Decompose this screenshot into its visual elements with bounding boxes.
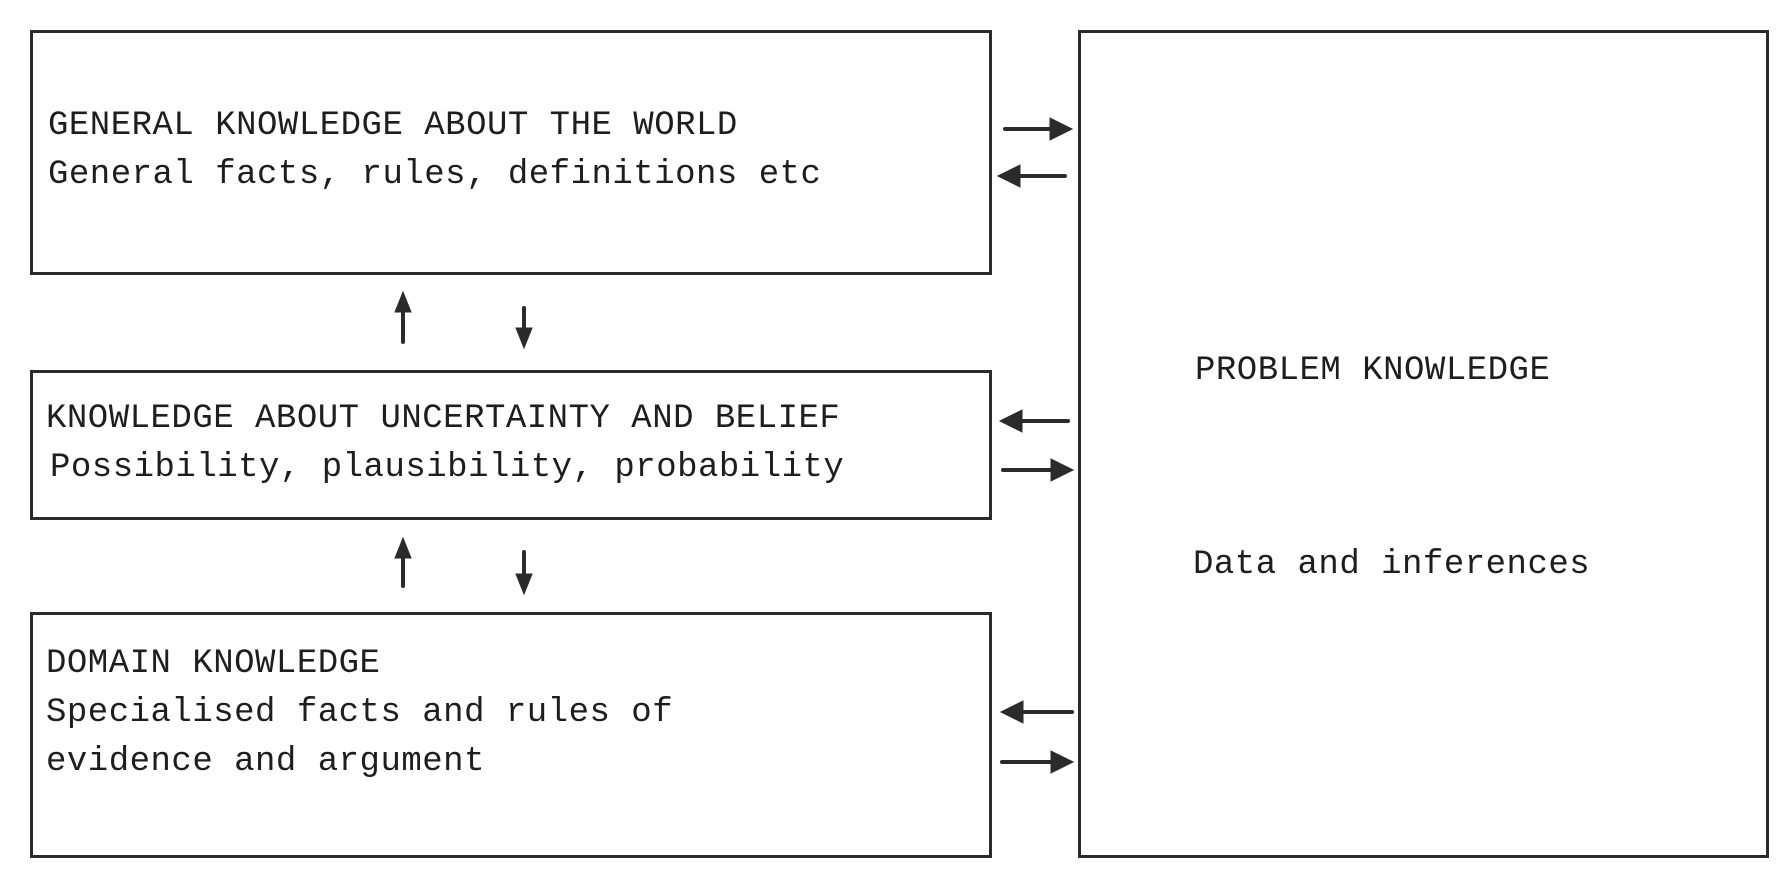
uncertainty-knowledge-heading: KNOWLEDGE ABOUT UNCERTAINTY AND BELIEF	[46, 400, 841, 438]
problem-knowledge-detail: Data and inferences	[1193, 546, 1591, 584]
domain-knowledge-detail-line2: evidence and argument	[46, 743, 485, 781]
general-knowledge-detail: General facts, rules, definitions etc	[48, 156, 822, 194]
arrow-right-icon	[1003, 117, 1074, 141]
arrow-left-icon	[998, 409, 1070, 433]
arrow-right-icon	[1000, 750, 1075, 774]
arrow-left-icon	[999, 700, 1074, 724]
domain-knowledge-heading: DOMAIN KNOWLEDGE	[46, 645, 381, 683]
domain-knowledge-detail-line1: Specialised facts and rules of	[46, 694, 674, 732]
arrow-up-icon	[394, 536, 412, 588]
arrow-right-icon	[1001, 458, 1075, 482]
arrow-up-icon	[394, 290, 412, 344]
arrow-down-icon	[515, 306, 533, 350]
uncertainty-knowledge-detail: Possibility, plausibility, probability	[50, 449, 845, 487]
arrow-left-icon	[996, 164, 1067, 188]
uncertainty-knowledge-box	[30, 370, 992, 520]
problem-knowledge-box	[1078, 30, 1769, 858]
arrow-down-icon	[515, 550, 533, 596]
domain-knowledge-box	[30, 612, 992, 858]
general-knowledge-heading: GENERAL KNOWLEDGE ABOUT THE WORLD	[48, 107, 738, 145]
general-knowledge-box	[30, 30, 992, 275]
problem-knowledge-heading: PROBLEM KNOWLEDGE	[1195, 352, 1551, 390]
